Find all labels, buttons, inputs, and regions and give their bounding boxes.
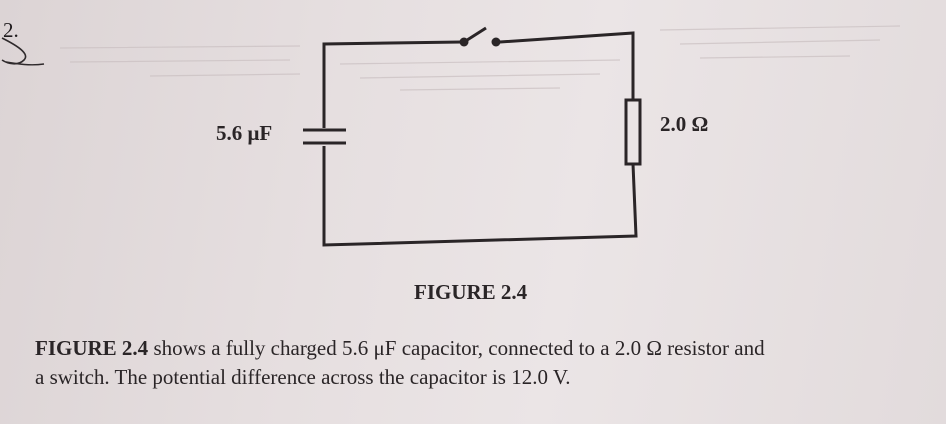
figure-reference: FIGURE 2.4: [35, 336, 149, 360]
question-number: 2.: [3, 18, 19, 42]
pen-mark: [1, 37, 27, 65]
switch-right-contact: [491, 37, 501, 47]
paragraph-line-1-text: shows a fully charged 5.6 μF capacitor, …: [148, 336, 765, 360]
paragraph-line-2: a switch. The potential difference acros…: [35, 365, 571, 389]
question-paragraph: FIGURE 2.4 shows a fully charged 5.6 μF …: [35, 334, 945, 392]
resistor-label: 2.0 Ω: [660, 112, 709, 136]
pen-mark-underline: [5, 61, 45, 66]
paragraph-line-1: FIGURE 2.4 shows a fully charged 5.6 μF …: [35, 334, 945, 363]
figure-caption: FIGURE 2.4: [414, 280, 528, 304]
top-wire-left: [322, 40, 463, 128]
top-wire-right: [499, 31, 635, 100]
capacitor-label: 5.6 μF: [216, 121, 273, 145]
resistor-body: [624, 98, 642, 166]
switch-lever: [463, 26, 487, 44]
right-wire-lower: [322, 146, 638, 247]
